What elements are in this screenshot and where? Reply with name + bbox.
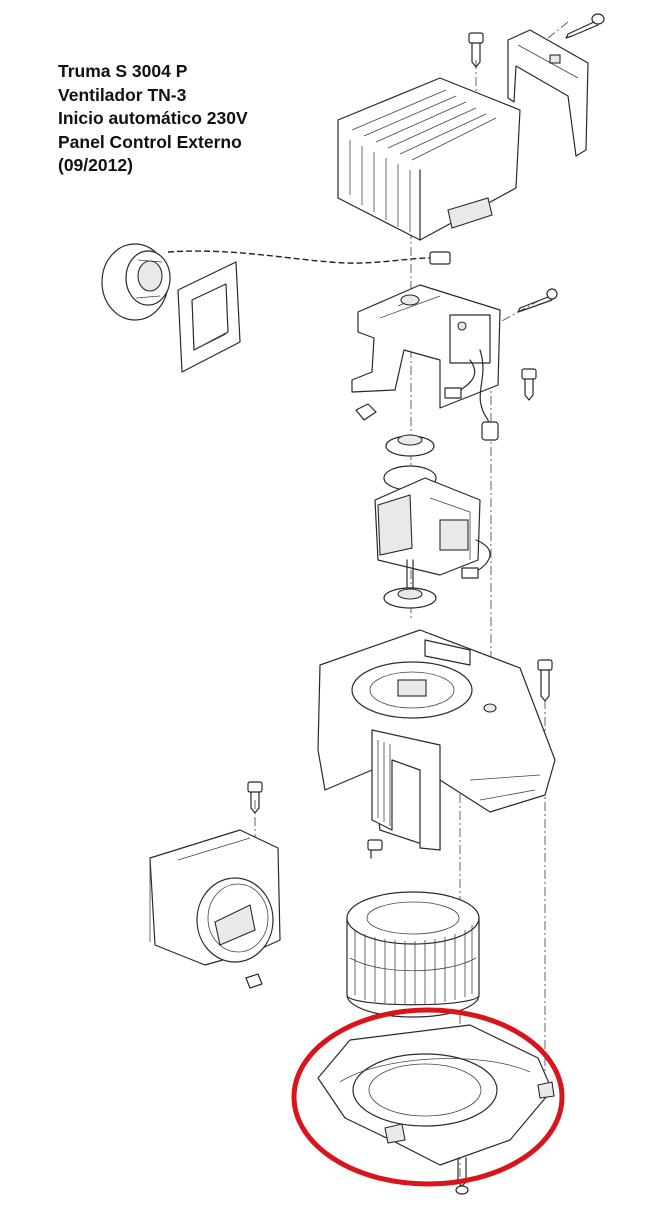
control-unit <box>351 284 501 441</box>
control-bracket <box>507 29 589 157</box>
top-screw-icon <box>468 32 484 68</box>
thermostat-knob <box>101 243 171 321</box>
upper-damper <box>385 434 435 457</box>
diagram-caption: Truma S 3004 P Ventilador TN-3 Inicio au… <box>58 60 248 178</box>
fan-impeller <box>346 891 480 1018</box>
lower-damper <box>383 587 437 609</box>
small-clip <box>355 403 377 421</box>
control-panel-frame <box>177 261 241 373</box>
angled-screw-icon <box>565 13 605 39</box>
control-cable <box>167 250 451 265</box>
caption-date: (09/2012) <box>58 155 133 176</box>
caption-panel: Panel Control Externo <box>58 131 242 152</box>
base-plate <box>317 1024 555 1166</box>
housing-screw-icon <box>247 781 383 859</box>
caption-fan: Ventilador TN-3 <box>58 84 187 105</box>
caption-model: Truma S 3004 P <box>58 61 188 81</box>
highlight-ellipse <box>291 1007 565 1187</box>
fan-housing <box>317 629 556 851</box>
mid-screw-icon <box>521 368 537 401</box>
caption-start: Inicio automático 230V <box>58 108 248 129</box>
bottom-screw-icon <box>455 1157 469 1195</box>
long-screw-icon <box>537 659 553 702</box>
fan-motor <box>374 465 491 591</box>
side-screw-icon <box>517 288 558 313</box>
housing-cover <box>337 77 521 241</box>
air-outlet-elbow <box>149 829 281 989</box>
